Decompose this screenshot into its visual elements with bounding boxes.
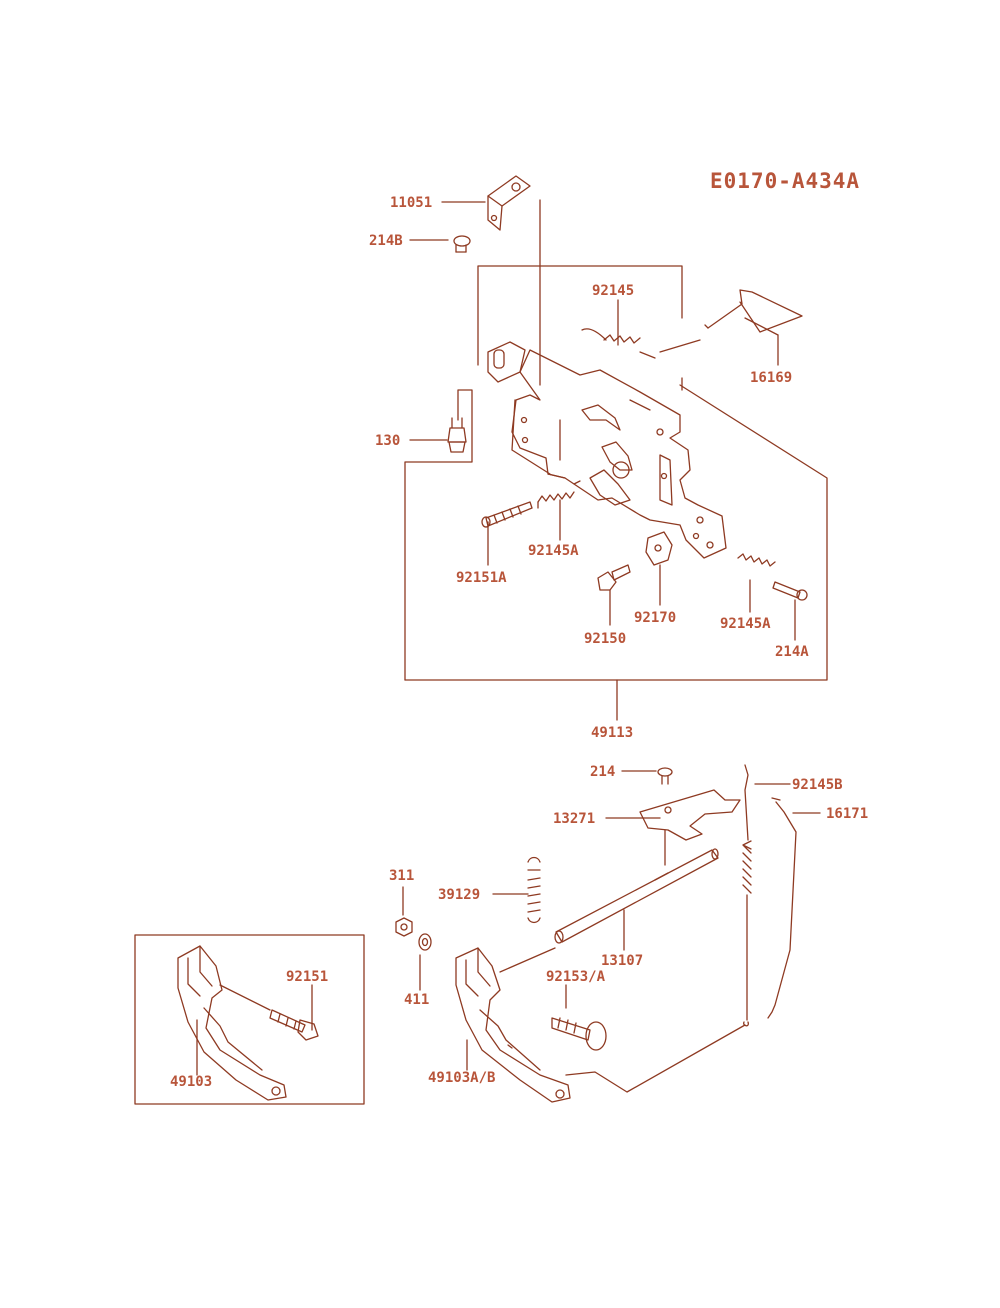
part-label-92145: 92145 [592,283,634,299]
spring-92145 [581,328,701,359]
part-label-214B: 214B [369,233,403,249]
part-label-49103AB: 49103A/B [428,1070,495,1086]
part-label-16169: 16169 [750,370,792,386]
spring-92145B [742,764,752,1027]
bolt-130 [447,417,467,453]
lever-49103 [177,945,287,1101]
spring-92145A-right [737,553,776,567]
rod-16171 [767,797,797,1019]
bolt-92150 [597,564,631,591]
lever-49103AB [455,947,571,1103]
washer-411 [418,933,432,951]
part-label-92151: 92151 [286,969,328,985]
part-label-92145B: 92145B [792,777,843,793]
part-label-49113: 49113 [591,725,633,741]
assembly-outline-49113 [404,199,828,681]
nut-311 [395,917,413,937]
lever-pivot-line [499,947,556,973]
wire-link-16169 [704,289,803,333]
spring-92145A-left [537,480,581,509]
clip-92170 [645,531,673,566]
part-label-13107: 13107 [601,953,643,969]
lever-link-line [565,1024,746,1093]
part-label-92151A: 92151A [456,570,507,586]
part-label-39129: 39129 [438,887,480,903]
part-label-411: 411 [404,992,429,1008]
part-label-214: 214 [590,764,615,780]
screw-214 [657,767,673,785]
part-label-92153A: 92153/A [546,969,606,985]
part-label-92150: 92150 [584,631,626,647]
part-label-311: 311 [389,868,414,884]
screw-214A [772,581,808,601]
part-label-49103: 49103 [170,1074,212,1090]
inset-box [134,934,365,1105]
plate-13271 [639,789,741,841]
bolt-92153A [551,1017,607,1051]
bolt-92151A [481,501,533,528]
part-label-92170: 92170 [634,610,676,626]
part-label-92145A-right: 92145A [720,616,771,632]
part-label-16171: 16171 [826,806,868,822]
part-label-11051: 11051 [390,195,432,211]
control-plate [487,341,727,559]
part-label-214A: 214A [775,644,809,660]
bracket-11051 [487,175,531,231]
spring-39129 [527,856,541,924]
part-label-130: 130 [375,433,400,449]
part-label-13271: 13271 [553,811,595,827]
leader-lines [196,201,821,1076]
bolt-92151 [219,984,319,1041]
part-label-92145A-left: 92145A [528,543,579,559]
shaft-13107 [554,848,719,944]
screw-214B [453,235,471,253]
diagram-code: E0170-A434A [710,169,860,193]
